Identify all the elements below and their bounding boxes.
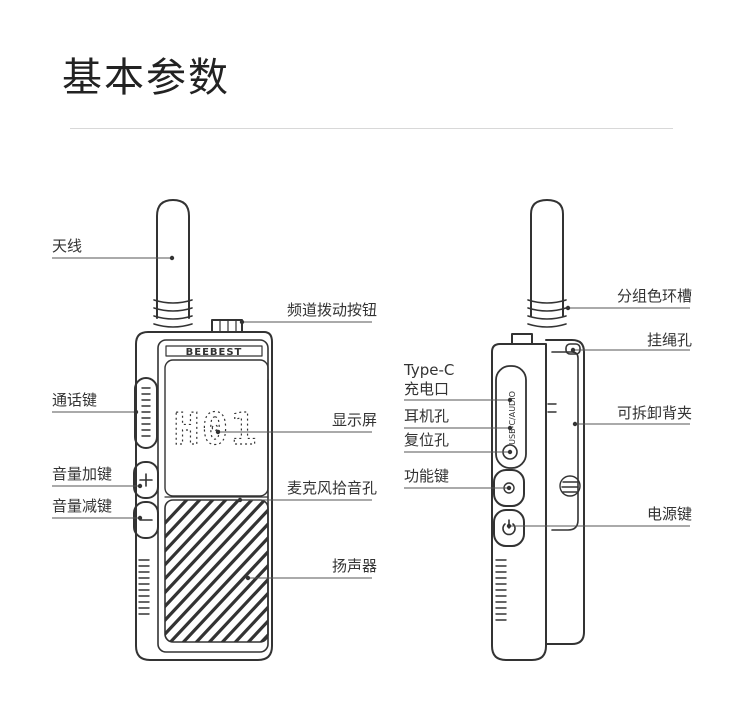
leader-dots: [133, 255, 578, 581]
label-volume-up: 音量加键: [52, 465, 113, 483]
lanyard-hole: [565, 343, 581, 355]
front-side-ribs: [138, 559, 150, 615]
belt-clip: [545, 339, 585, 645]
port-panel: [495, 365, 527, 469]
leader-lines: [52, 257, 690, 579]
front-panel: [157, 339, 269, 653]
label-display: 显示屏: [331, 411, 377, 429]
volume-down-button: [133, 501, 159, 539]
label-ring-slot: 分组色环槽: [616, 287, 692, 305]
channel-knob-icon: [211, 319, 243, 333]
label-clip: 可拆卸背夹: [616, 404, 692, 422]
label-reset: 复位孔: [404, 431, 450, 449]
label-mic: 麦克风拾音孔: [286, 479, 377, 497]
power-button: [493, 509, 525, 547]
plus-icon: [139, 473, 153, 487]
side-radio: [491, 199, 585, 661]
label-volume-down: 音量减键: [52, 497, 113, 515]
label-speaker: 扬声器: [331, 557, 377, 575]
label-lanyard: 挂绳孔: [646, 331, 692, 349]
label-function: 功能键: [404, 467, 450, 485]
front-body: [135, 331, 273, 661]
page-title: 基本参数: [62, 55, 230, 101]
front-radio: [133, 199, 273, 661]
side-body: [491, 343, 547, 661]
label-antenna: 天线: [52, 237, 83, 255]
front-antenna-ridges: [153, 299, 193, 328]
label-type-c: Type-C: [404, 361, 455, 379]
label-ptt: 通话键: [52, 391, 98, 409]
side-antenna: [530, 199, 564, 317]
label-power: 电源键: [646, 505, 692, 523]
speaker-grill: [164, 499, 269, 643]
brand-logo: BEEBEST: [186, 347, 243, 358]
side-ribs: [495, 559, 507, 621]
clip-vent: [559, 475, 581, 497]
front-antenna: [156, 199, 190, 319]
port-label: USB-C/AUDIO: [508, 391, 517, 445]
label-channel-knob: 频道拨动按钮: [286, 301, 377, 319]
label-charging-port: 充电口: [404, 380, 450, 398]
display-readout: H01: [173, 404, 258, 455]
speaker-grill-lines: [165, 500, 268, 642]
volume-up-button: [133, 461, 159, 499]
title-divider: [70, 128, 673, 129]
label-earphone: 耳机孔: [404, 407, 450, 425]
